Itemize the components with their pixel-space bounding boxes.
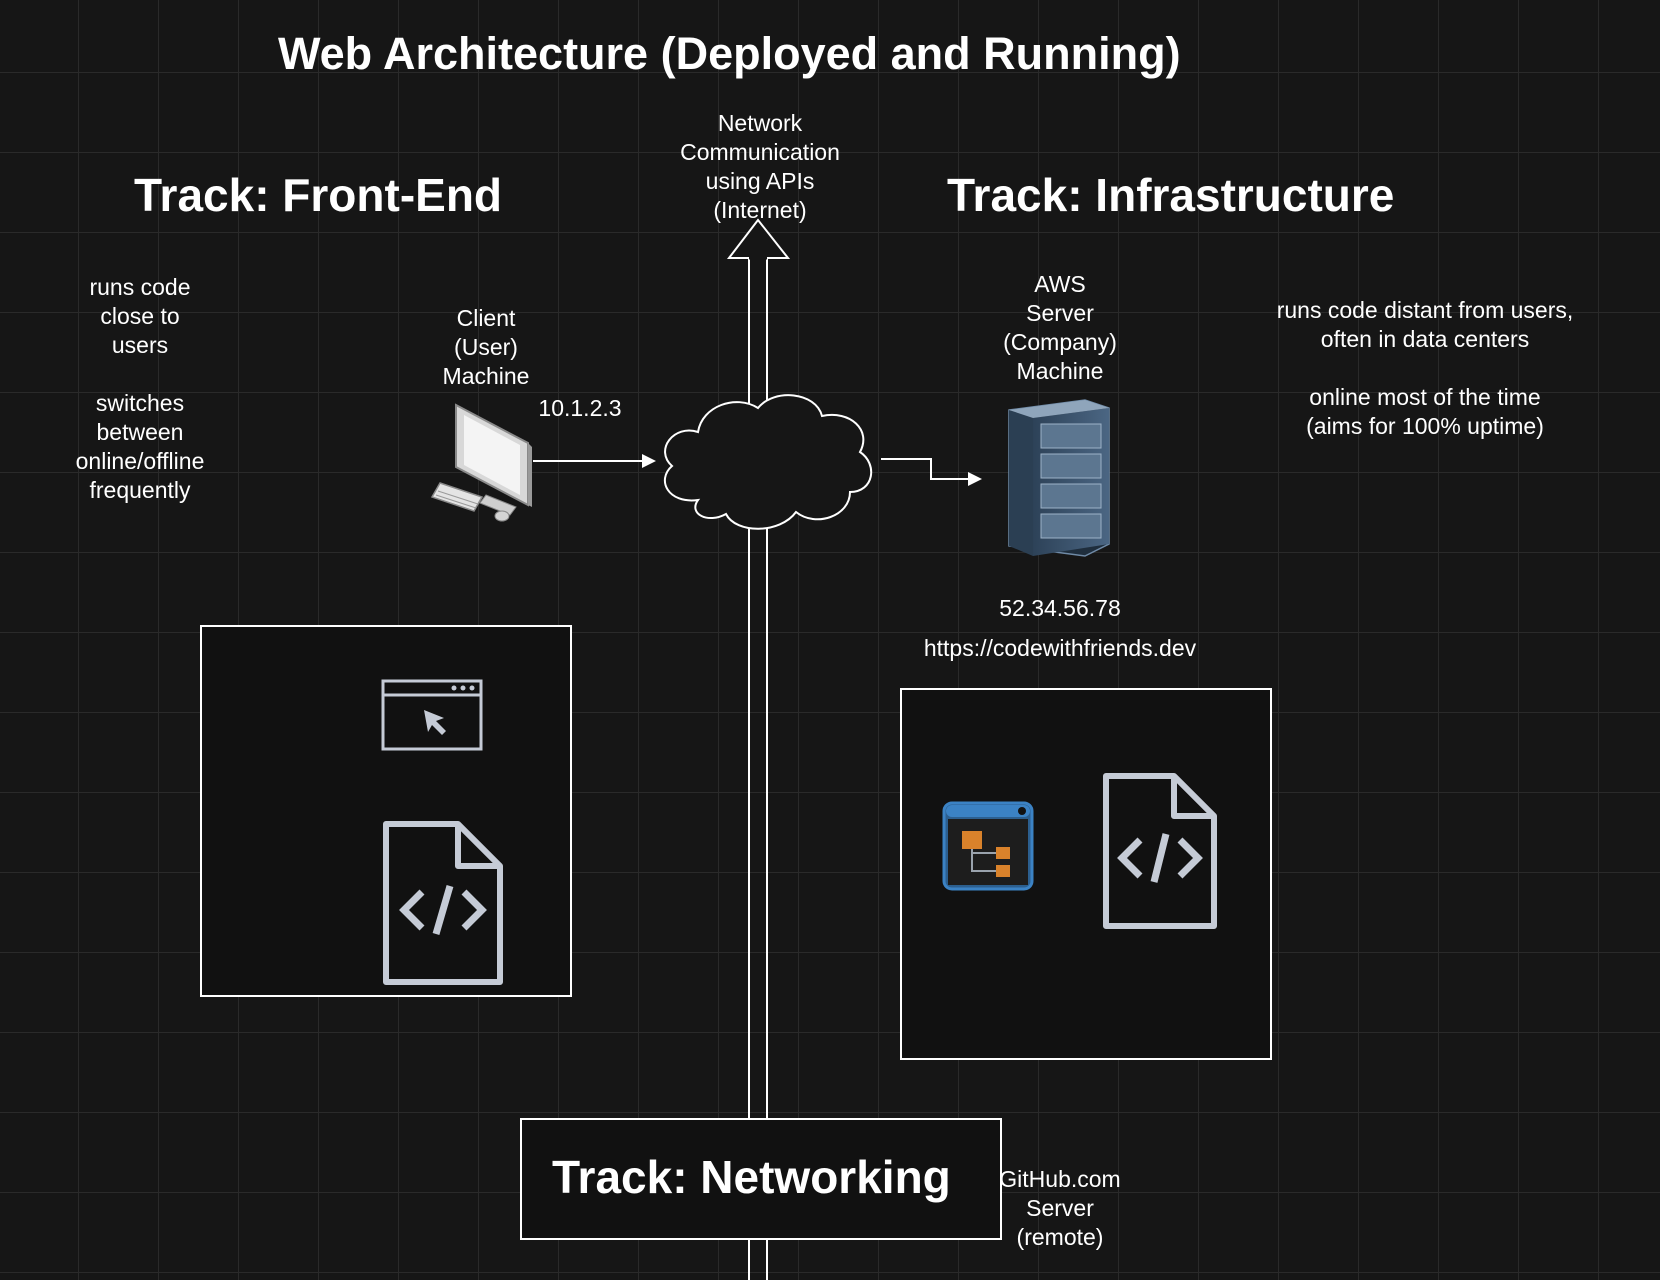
track-front-end-title: Track: Front-End <box>134 169 503 221</box>
client-notes: runs code close to users switches betwee… <box>75 274 205 503</box>
cloud-icon <box>663 394 873 530</box>
server-rack-icon <box>1008 399 1110 557</box>
track-infrastructure-title: Track: Infrastructure <box>947 169 1395 221</box>
track-networking-title: Track: Networking <box>552 1151 951 1203</box>
front-end-code-box <box>200 625 572 997</box>
code-file-icon <box>383 821 503 985</box>
server-url: https://codewithfriends.dev <box>923 635 1197 661</box>
github-server-label: GitHub.com Server (remote) <box>999 1166 1121 1250</box>
browser-window-icon <box>381 679 483 751</box>
server-notes: runs code distant from users, often in d… <box>1276 297 1574 439</box>
client-machine-label: Client (User) Machine <box>442 305 530 389</box>
track-networking-box: Track: Networking <box>520 1118 1002 1240</box>
server-ip-address: 52.34.56.78 <box>999 595 1121 621</box>
backbone-arrow-head <box>726 218 791 259</box>
server-code-box <box>900 688 1272 1060</box>
aws-server-label: AWS Server (Company) Machine <box>1003 271 1117 384</box>
desktop-computer-icon <box>430 403 532 522</box>
client-ip-address: 10.1.2.3 <box>538 395 622 421</box>
cloud-to-server-arrow <box>881 458 972 480</box>
diagram-title: Web Architecture (Deployed and Running) <box>278 28 1181 79</box>
app-hierarchy-icon <box>942 801 1034 891</box>
network-communication-label: Network Communication using APIs (Intern… <box>680 110 840 223</box>
code-file-icon <box>1103 773 1217 929</box>
